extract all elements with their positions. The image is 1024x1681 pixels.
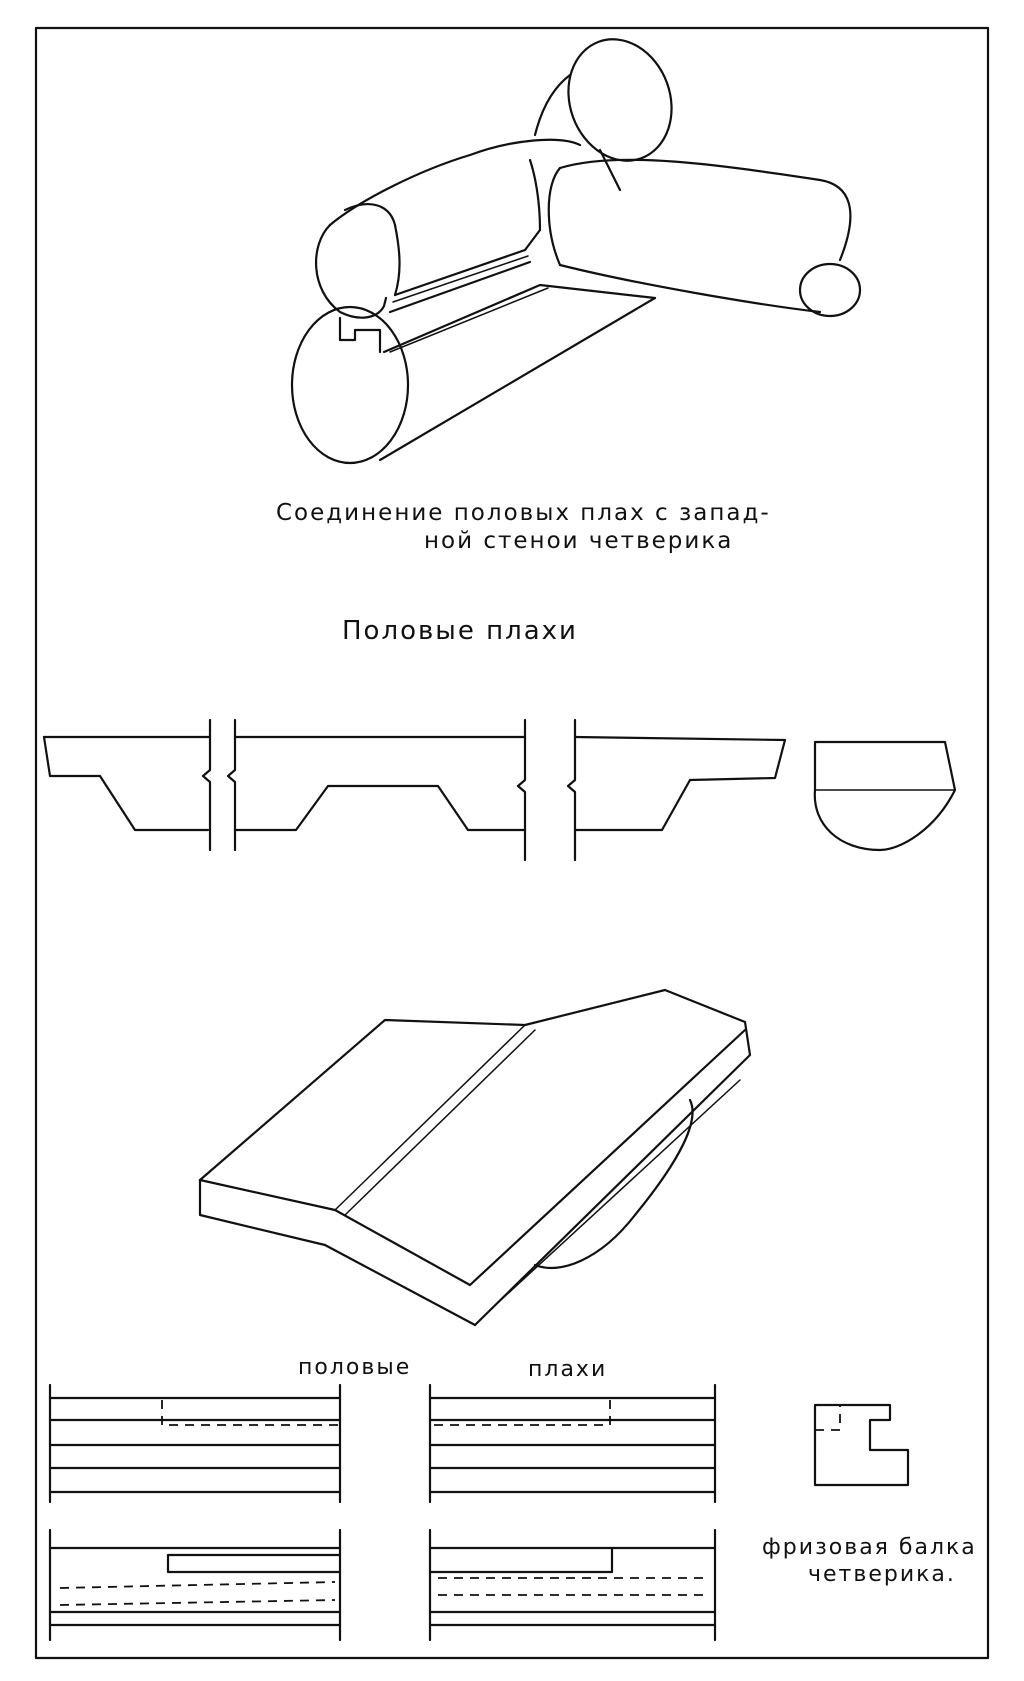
joint-caption-line1: Соединение половых плах с запад- (276, 500, 771, 526)
plank-isometric-sketch (198, 988, 752, 1327)
frieze-beam-section (813, 1403, 910, 1487)
log-joint-sketch (290, 38, 862, 465)
planks-title: Половые плахи (342, 616, 578, 646)
plank-profile-elevation (42, 718, 957, 862)
frame-border (34, 26, 990, 1660)
frieze-caption-line2: четверика. (808, 1562, 956, 1587)
frieze-caption-line1: фризовая балка (762, 1535, 977, 1560)
joint-caption-line2: ной стенои четверика (424, 528, 734, 554)
plank-joint-plans (48, 1383, 717, 1642)
bottom-caption-left: половые (298, 1355, 412, 1380)
bottom-caption-right: плахи (528, 1357, 608, 1382)
